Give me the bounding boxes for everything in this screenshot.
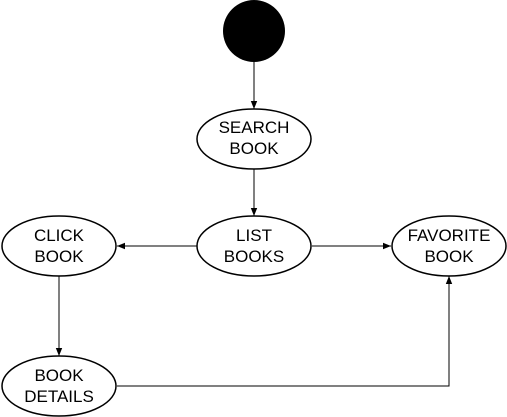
node-search-book: [196, 108, 312, 170]
node-click-book: [1, 215, 117, 277]
node-book-details: [1, 355, 117, 417]
node-list-books: [196, 215, 312, 277]
node-favorite-book: [391, 215, 507, 277]
edge-book-details-to-favorite-book: [117, 276, 453, 387]
start-node: [223, 0, 285, 62]
